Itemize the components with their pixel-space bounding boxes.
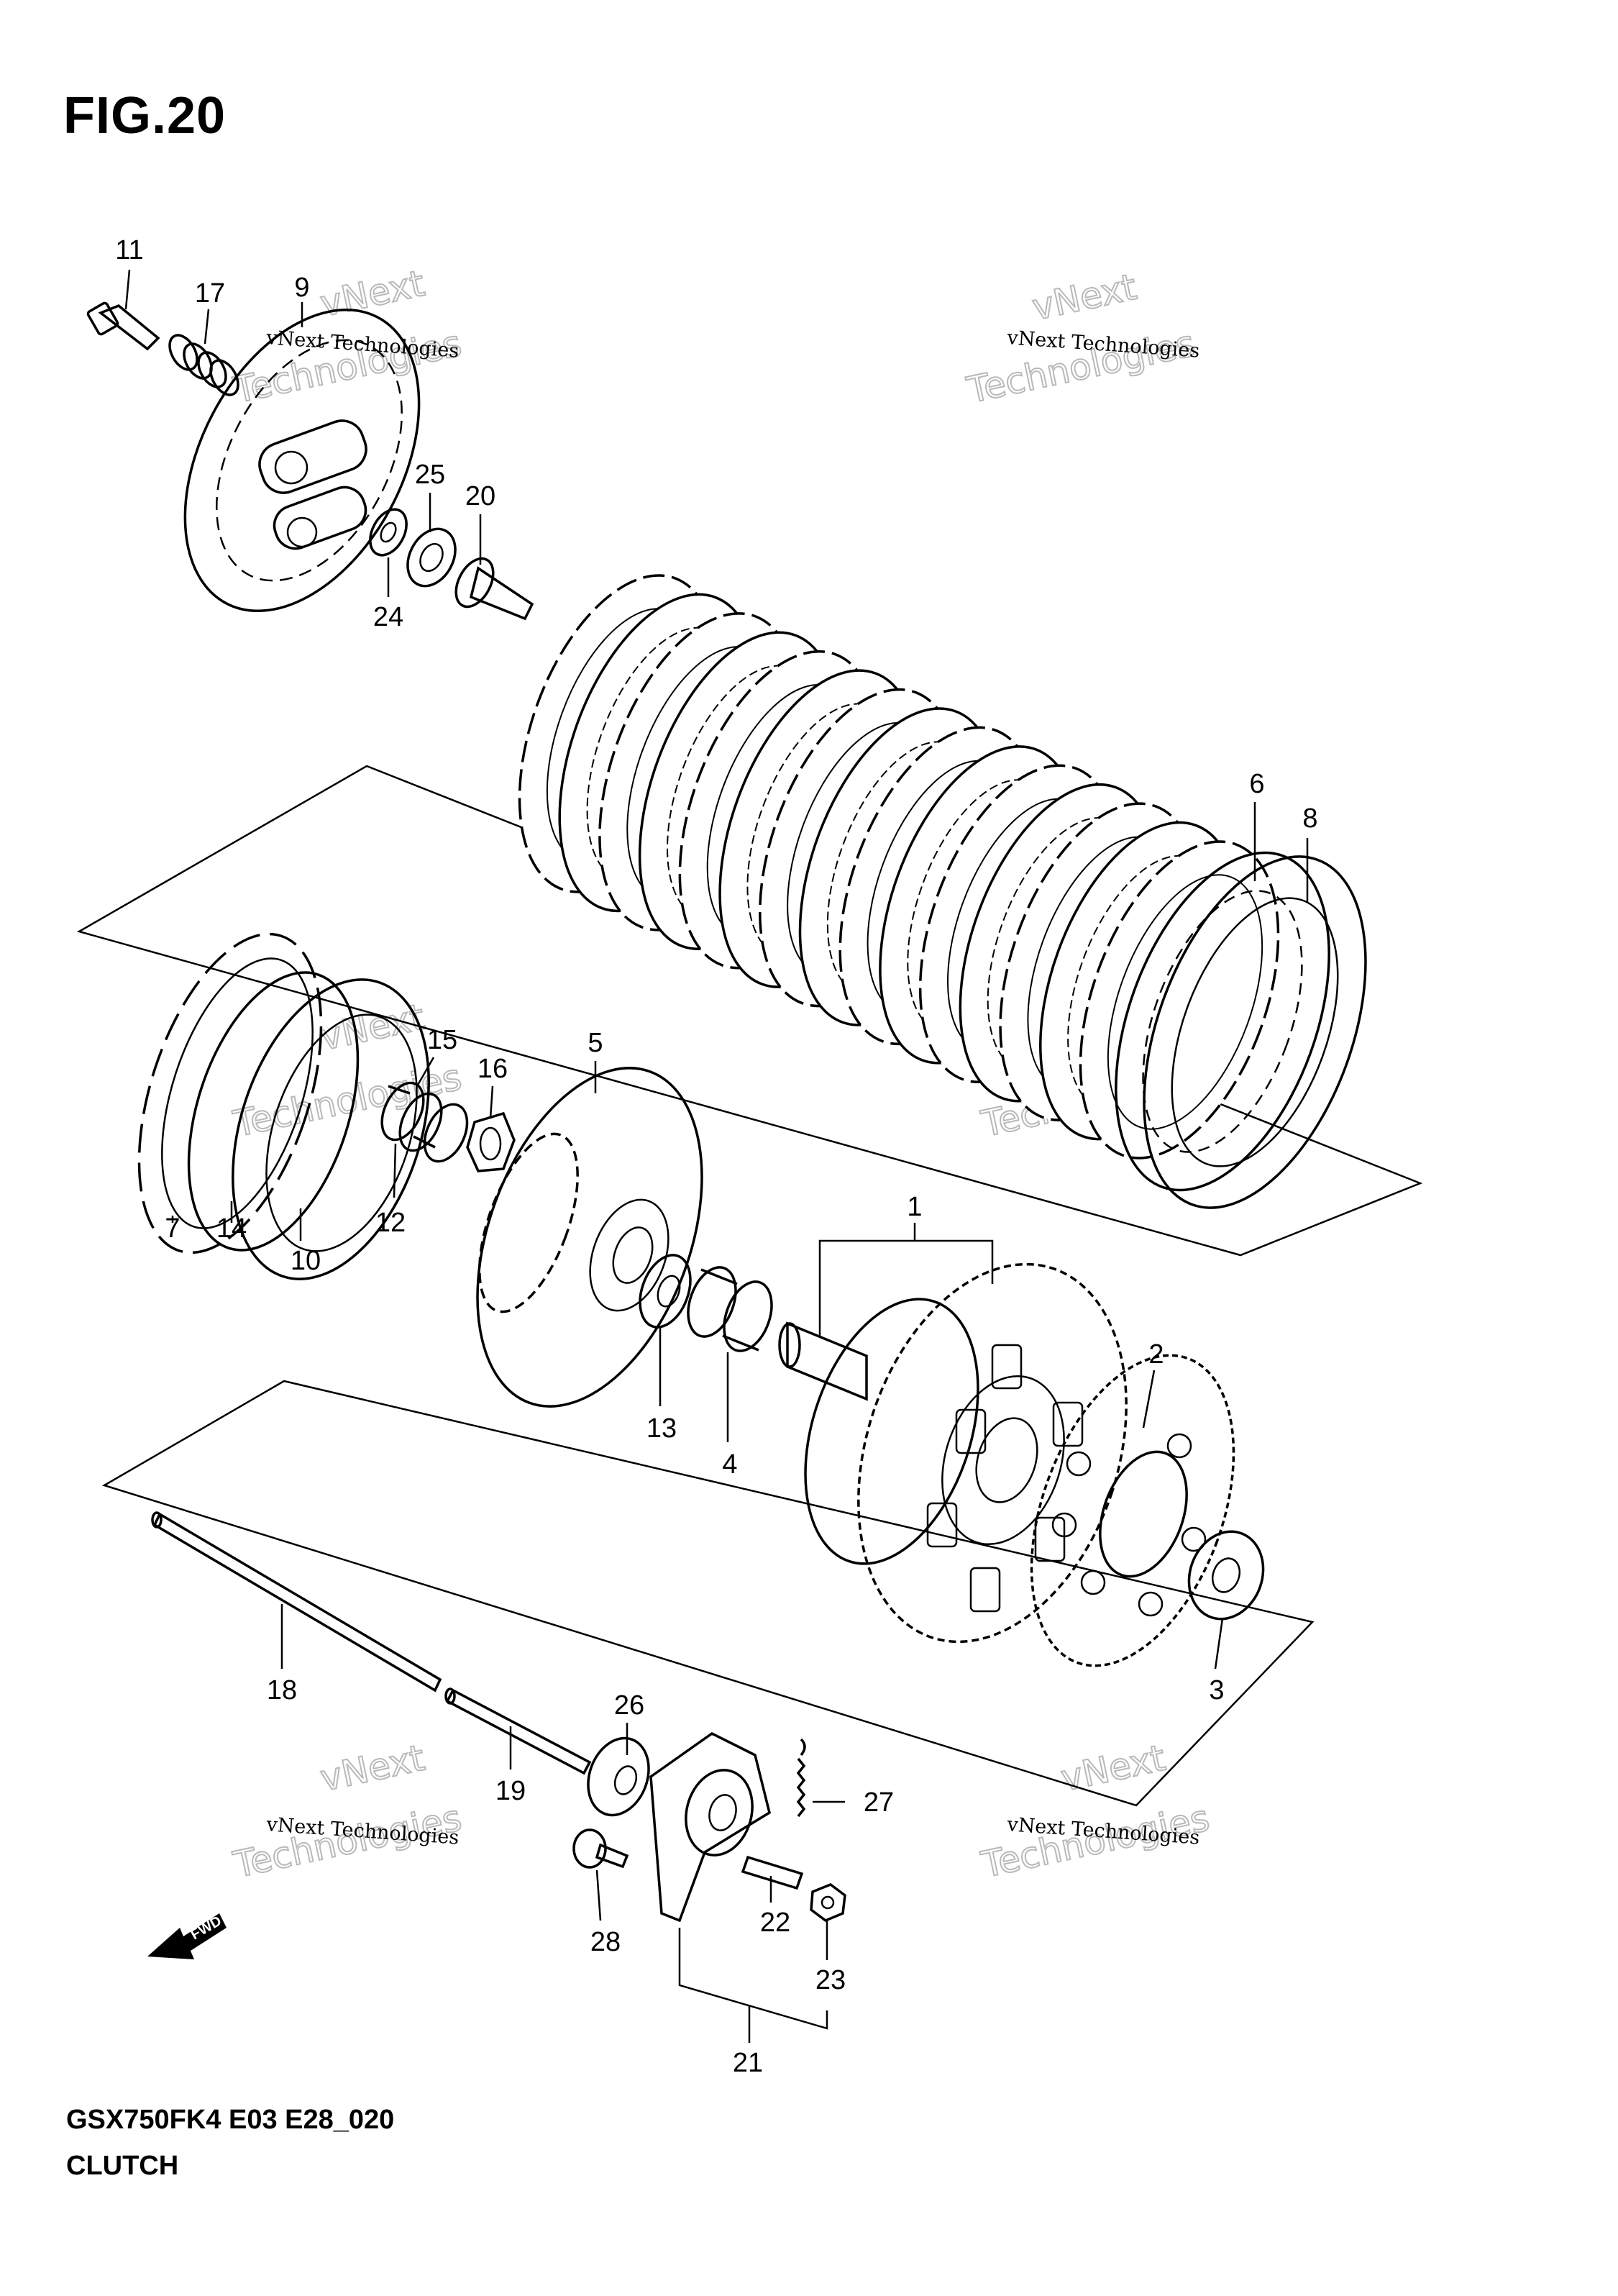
callout-13: 13 [646,1413,677,1444]
clutch-push-rod-left [151,1511,442,1693]
needle-bearing [687,1266,773,1352]
callout-22: 22 [760,1908,790,1938]
thrust-washer-3 [1187,1530,1265,1621]
callout-26: 26 [614,1690,644,1721]
clutch-drive-plate [1079,840,1280,1160]
figure-title: FIG.20 [63,87,227,145]
return-spring [796,1738,806,1818]
callout-5: 5 [588,1028,603,1058]
callout-4: 4 [722,1449,737,1480]
figure-name: CLUTCH [66,2151,179,2181]
callout-9: 9 [294,273,309,303]
svg-text:vNext: vNext [316,1737,428,1800]
oil-seal [587,1736,650,1817]
primary-gear-assembly-frame [101,1380,1315,1807]
watermark-top-left: vNext Technologies vNext Technologies [229,262,465,412]
watermark-top-right: vNext Technologies vNext Technologies [962,265,1200,412]
callout-28: 28 [590,1927,621,1957]
clutch-spring [168,334,239,396]
callout-14: 14 [216,1213,247,1244]
clutch-spring-bolt [86,301,160,351]
spring-washer-seat-left [232,978,430,1280]
callout-labels: 11 17 9 25 20 24 6 8 5 15 16 12 7 14 10 … [115,235,1317,2078]
callout-18: 18 [267,1675,297,1705]
watermark-bottom-left: vNext Technologies vNext Technologies [229,1736,465,1887]
callout-19: 19 [495,1776,526,1806]
lock-nut [810,1883,846,1922]
callout-17: 17 [195,278,225,309]
callout-21: 21 [733,2048,763,2078]
callout-27: 27 [864,1787,894,1818]
spring-washer-seat [1115,851,1330,1192]
mounting-bolt [572,1828,629,1869]
sleeve-bushing [380,1081,443,1152]
fwd-arrow-icon: FWD [147,1913,227,1959]
callout-10: 10 [291,1246,321,1276]
callout-11: 11 [115,235,143,265]
release-bearing [406,527,457,588]
adjusting-screw [741,1855,804,1890]
callout-2: 2 [1148,1339,1164,1370]
model-code: GSX750FK4 E03 E28_020 [66,2105,395,2135]
circlip [423,1103,469,1163]
callout-20: 20 [465,481,495,511]
callout-15: 15 [427,1025,457,1055]
callout-23: 23 [815,1965,846,1995]
thrust-washer [369,508,408,557]
clutch-plate-stack [518,574,1280,1160]
callout-8: 8 [1302,803,1317,834]
spring-washer [1143,855,1367,1209]
clutch-push-piece [454,557,534,621]
primary-driven-gear-assembly [778,1262,1128,1644]
callout-7: 7 [165,1213,180,1244]
callout-25: 25 [415,460,445,490]
svg-text:vNext: vNext [1028,266,1140,329]
clutch-sleeve-hub [476,1067,703,1408]
plate-assembly-frame [76,765,1423,1257]
callout-3: 3 [1209,1675,1224,1705]
callout-12: 12 [375,1208,406,1238]
oil-pump-drive-gear [1030,1354,1235,1667]
thrust-washer-13 [639,1254,692,1329]
spring-washer-left [187,971,360,1252]
clutch-release-assembly [649,1731,772,1923]
callout-6: 6 [1249,769,1264,799]
svg-text:Technologies: Technologies [229,1056,465,1145]
callout-16: 16 [477,1054,508,1084]
callout-1: 1 [907,1192,922,1222]
lock-washer [466,1111,516,1172]
callout-24: 24 [373,602,403,632]
pressure-plate [183,308,421,613]
plate-inner-edge [1107,874,1263,1130]
clutch-drive-plate-no2 [137,932,323,1254]
clutch-push-rod-right [444,1687,592,1775]
leader-lines [124,269,1309,2043]
watermark-bottom-right: vNext Technologies vNext Technologies [977,1736,1213,1887]
